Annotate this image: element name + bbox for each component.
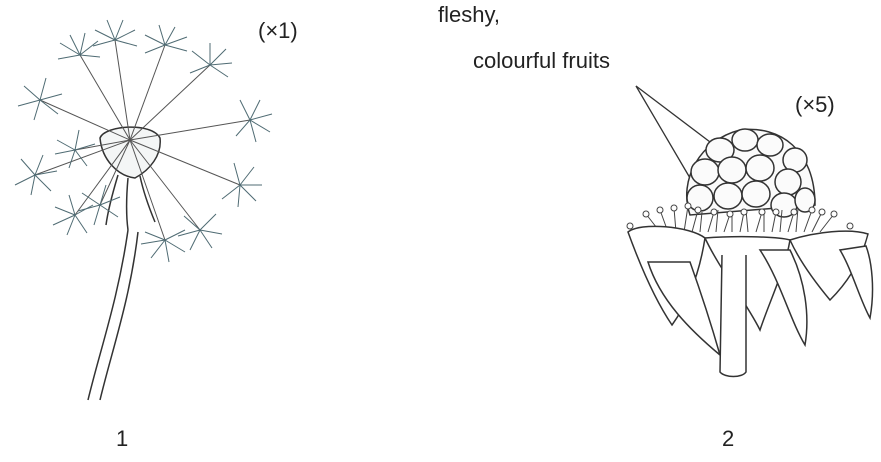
raspberry-sepals xyxy=(628,226,873,355)
dandelion-bracts xyxy=(106,175,155,230)
raspberry-drawing xyxy=(627,86,873,377)
raspberry-drupelets xyxy=(687,129,815,217)
dandelion-receptacle xyxy=(100,127,160,178)
annotation-label-line1: fleshy, xyxy=(438,2,500,28)
specimen-number-1: 1 xyxy=(116,426,128,452)
dandelion-stem xyxy=(88,230,138,400)
raspberry-stalk xyxy=(720,255,746,377)
magnification-label-1: (×1) xyxy=(258,18,298,44)
annotation-label-line2: colourful fruits xyxy=(473,48,610,74)
magnification-label-2: (×5) xyxy=(795,92,835,118)
dandelion-drawing xyxy=(15,20,272,400)
specimen-number-2: 2 xyxy=(722,426,734,452)
